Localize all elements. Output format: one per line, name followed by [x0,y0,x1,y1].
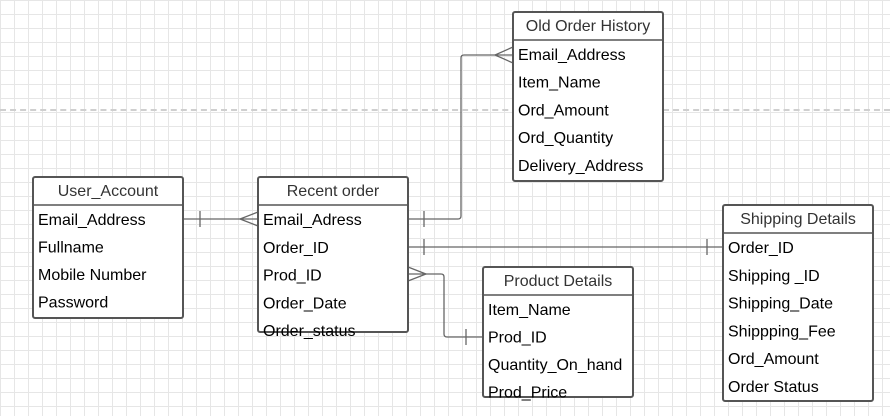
entity-field: Order_ID [263,240,329,257]
connector-recent-to-product [408,273,483,338]
many-crowfoot [407,266,428,282]
entity-title: Shipping Details [740,211,856,228]
entity-field: Delivery_Address [518,158,643,175]
entity-title: User_Account [58,183,159,200]
entity-field: Shipping_Date [728,296,833,313]
entity-field: Shippping_Fee [728,323,836,340]
entity-field: Shipping _ID [728,268,820,285]
entity-field: Ord_Amount [728,351,819,368]
entity-field: Item_Name [518,75,601,92]
entity-field: Order_status [263,323,355,340]
entity-field: Quantity_On_hand [488,357,622,374]
entity-field: Email_Adress [263,212,362,229]
entity-title: Old Order History [526,18,650,35]
entity-old-order-history[interactable]: Old Order HistoryEmail_AddressItem_NameO… [512,11,664,182]
entity-box [482,266,634,398]
entity-field: Email_Address [518,47,626,64]
dashed-divider [0,109,890,111]
entity-field: Fullname [38,240,104,257]
entity-field: Prod_ID [263,268,322,285]
entity-title: Recent order [287,183,380,200]
entity-field: Password [38,295,108,312]
entity-box [512,11,664,182]
entity-field: Order_ID [728,240,794,257]
entity-box [32,176,184,319]
entity-field: Prod_Price [488,385,567,402]
entity-field: Prod_ID [488,330,547,347]
entity-field: Ord_Amount [518,102,609,119]
entity-box [722,204,874,402]
entity-field: Mobile Number [38,267,147,284]
many-crowfoot [493,46,514,64]
entity-field: Order_Date [263,295,347,312]
entity-title: Product Details [504,273,613,290]
entity-field: Order Status [728,379,819,396]
entity-field: Email_Address [38,212,146,229]
relationship-lines [183,46,723,345]
connector-recent-to-history [408,54,513,220]
entity-field: Ord_Quantity [518,130,613,147]
entity-field: Item_Name [488,302,571,319]
entity-user-account[interactable]: User_AccountEmail_AddressFullnameMobile … [32,176,184,319]
entity-box [257,176,409,333]
many-crowfoot [238,211,259,227]
